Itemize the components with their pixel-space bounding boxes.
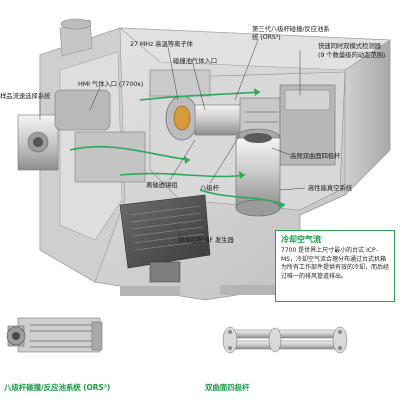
label-off-axis-lens: 离轴透镜组	[146, 181, 178, 189]
sample-introduction-assembly	[17, 89, 146, 183]
torch-interface	[149, 69, 211, 141]
label-fast-detector: 快速同时双模式检测器	[318, 42, 381, 50]
caption-octopole-system: 八级杆碰撞/反应池系统 (ORS³)	[4, 383, 111, 392]
label-hyperbolic-quad: 高频双曲面四极杆	[290, 152, 341, 160]
callout-body: 7700 是世界上尺寸最小的台式 ICP-MS，冷却空气流合理分布通过台式机箱为…	[281, 247, 390, 280]
label-detector-note: (9 个数量级的动态范围)	[318, 51, 386, 59]
callout-title: 冷却空气流	[281, 235, 321, 244]
quadrupole-rods-illustration	[222, 326, 348, 354]
label-collision-gas-inlet: 碰撞池气体入口	[173, 57, 218, 65]
cooling-air-arrows	[69, 91, 286, 206]
label-sample-intro: 样品流速选择系统	[0, 92, 51, 100]
cooling-airflow-callout: 冷却空气流 7700 是世界上尺寸最小的台式 ICP-MS，冷却空气流合理分布通…	[275, 230, 395, 302]
rf-generator-unit	[119, 194, 211, 283]
label-high-vacuum: 高性能真空系统	[308, 184, 353, 192]
octopole-component-illustration	[6, 317, 103, 353]
quadrupole-vacuum	[235, 84, 336, 217]
label-octopole: 八级杆	[200, 184, 219, 192]
label-hmi-gas-inlet: HMI 气体入口 (7700x)	[78, 80, 144, 88]
label-rf-generator: 频率匹配 RF 发生器	[178, 236, 234, 244]
leader-lines	[39, 39, 306, 237]
label-ion-source: 27 MHz 高温等离子体	[130, 40, 193, 48]
label-third-gen-octopole: 第三代八级杆碰撞/反应池系统 (ORS³)	[252, 25, 330, 41]
caption-hyperbolic-quadrupole: 双曲面四极杆	[205, 383, 250, 392]
